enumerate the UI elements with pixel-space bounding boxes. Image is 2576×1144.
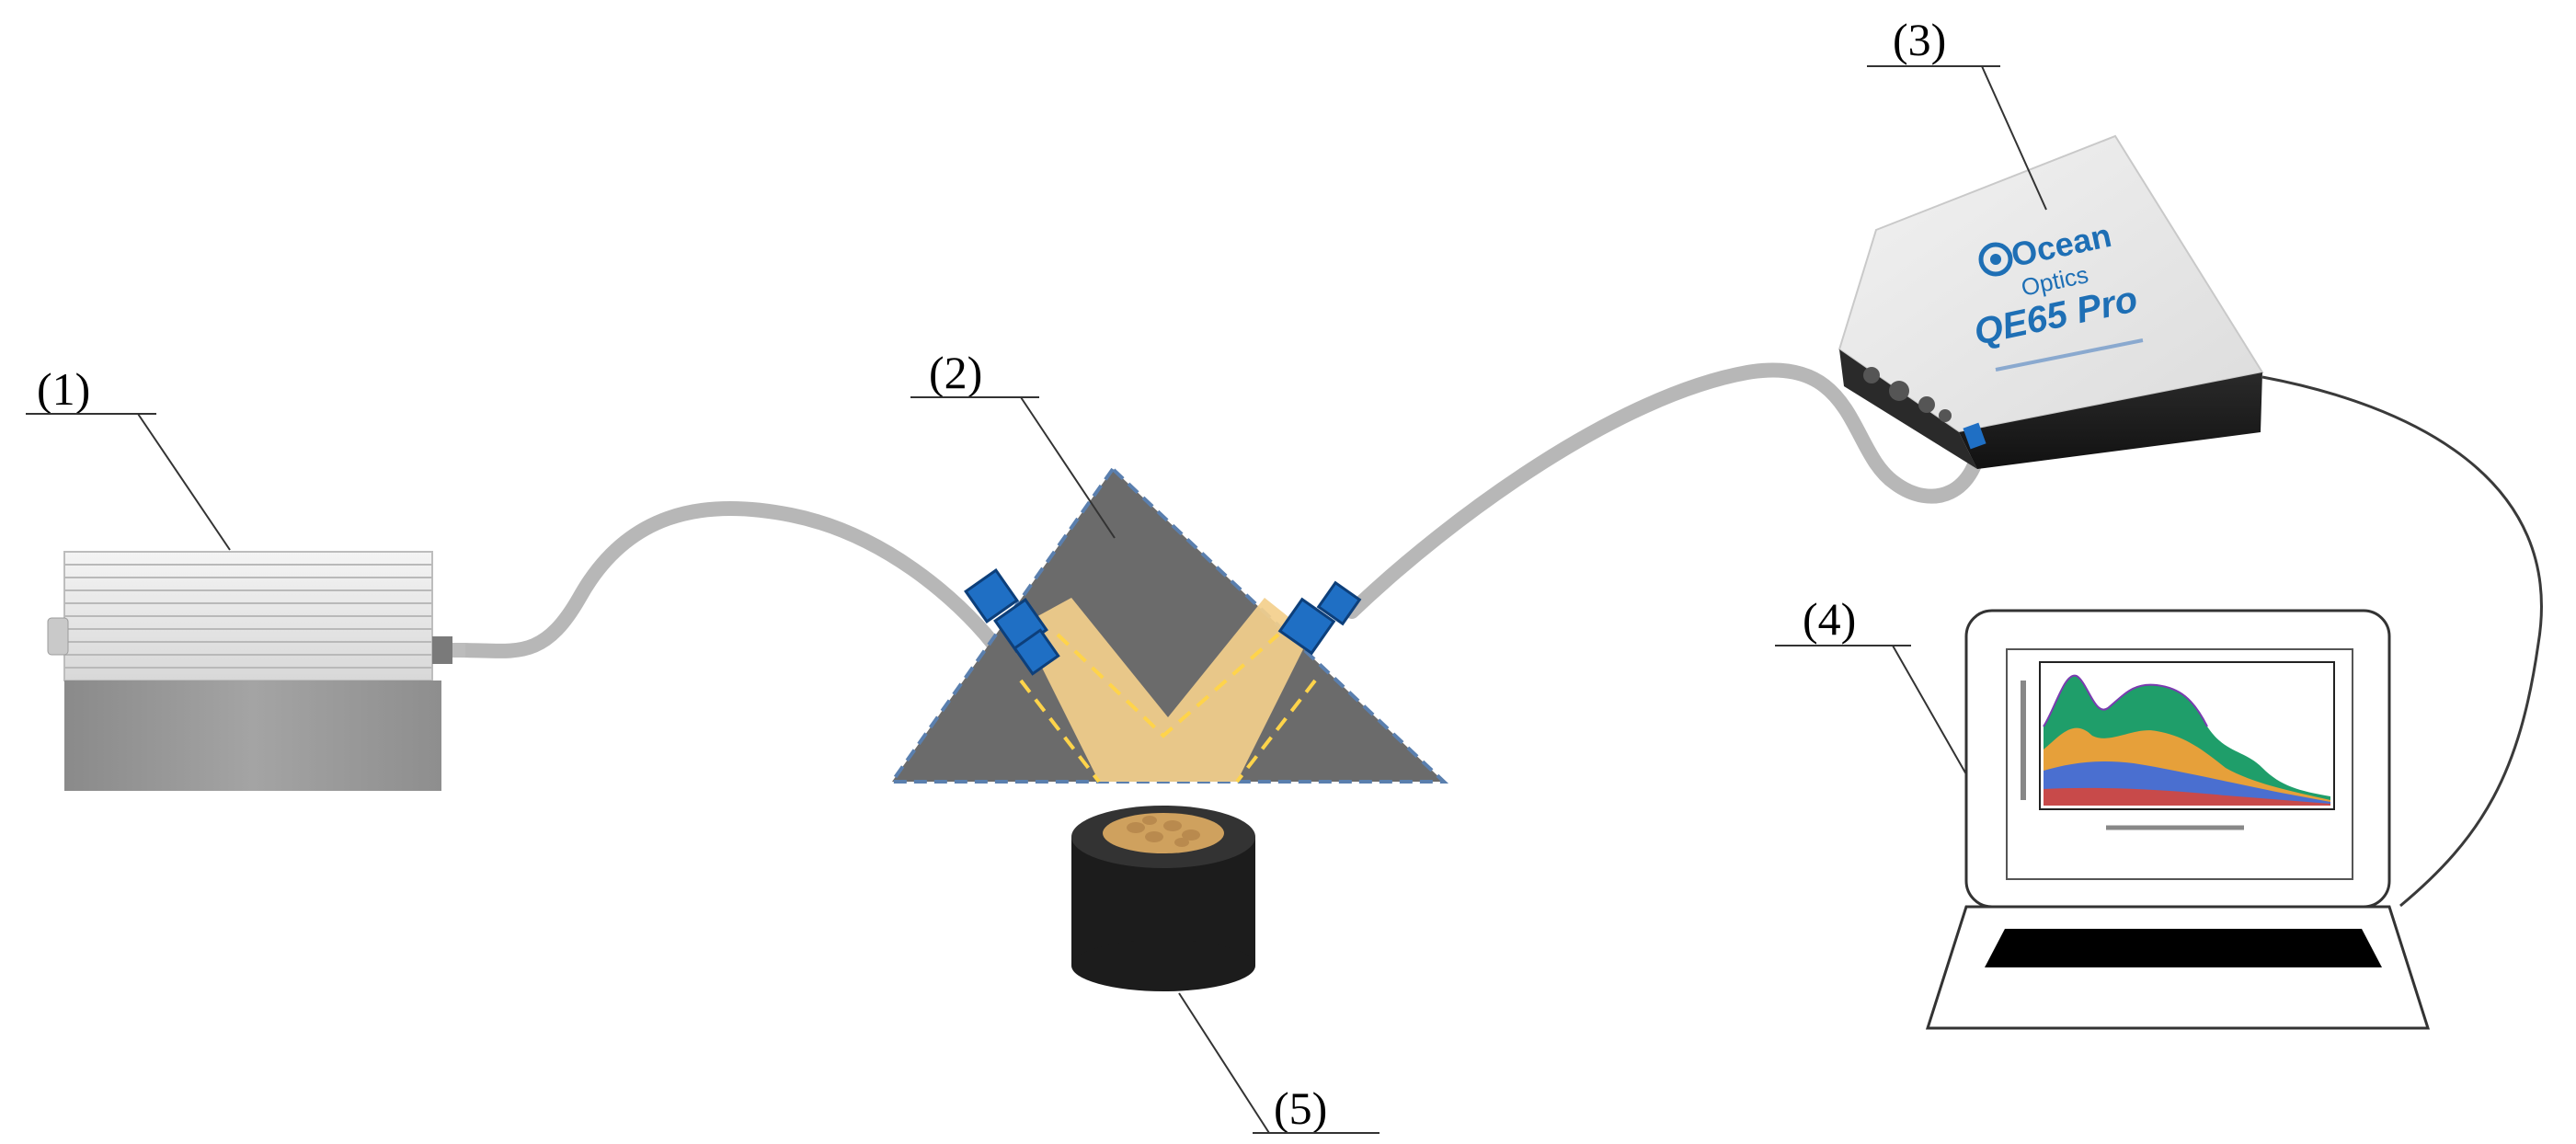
label-text-5: (5) bbox=[1274, 1082, 1327, 1134]
spectrometer-ports bbox=[1863, 367, 1952, 422]
spectra-plot-on-screen bbox=[2021, 661, 2335, 830]
label-computer: (4) bbox=[1775, 593, 1967, 775]
label-sample-holder: (5) bbox=[1178, 992, 1380, 1134]
label-reflection-probe: (2) bbox=[910, 347, 1116, 539]
probe-connector-right bbox=[1277, 580, 1362, 656]
probe-connector-left bbox=[964, 568, 1060, 676]
sample-holder bbox=[1071, 806, 1255, 991]
label-text-4: (4) bbox=[1803, 593, 1856, 645]
label-light-source: (1) bbox=[26, 363, 231, 551]
spectrometer: Ocean Optics QE65 Pro bbox=[1838, 134, 2264, 469]
label-text-2: (2) bbox=[929, 347, 982, 398]
label-text-1: (1) bbox=[37, 363, 90, 415]
fiber-cable-source-to-probe bbox=[452, 500, 1001, 658]
reflection-probe bbox=[888, 465, 1449, 784]
light-path-left bbox=[1021, 598, 1168, 782]
grain-sample bbox=[1127, 816, 1200, 847]
light-source bbox=[47, 551, 465, 791]
laptop-keyboard bbox=[1985, 929, 2382, 967]
label-spectrometer: (3) bbox=[1867, 14, 2047, 211]
heat-sink-fins bbox=[64, 564, 432, 669]
ocean-optics-logo-icon bbox=[1978, 242, 2013, 277]
data-cable-spectrometer-to-computer bbox=[2261, 375, 2543, 908]
laptop-computer bbox=[1925, 609, 2431, 1030]
label-text-3: (3) bbox=[1893, 14, 1946, 65]
fiber-cable-probe-to-spectrometer bbox=[1345, 362, 1989, 619]
light-path-right bbox=[1168, 598, 1311, 782]
